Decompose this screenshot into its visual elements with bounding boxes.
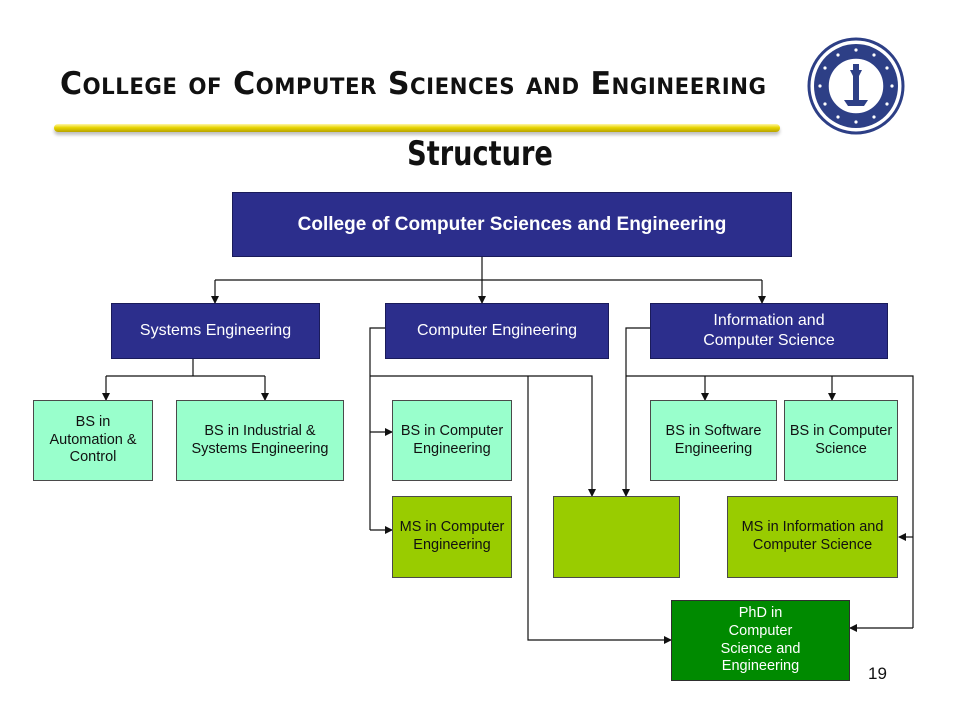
program-ms-information-computer-science: MS in Information and Computer Science: [727, 496, 898, 578]
page-number: 19: [868, 664, 887, 683]
program-ms-computer-networks: [553, 496, 680, 578]
program-phd-computer-science-engineering: PhD in Computer Science and Engineering: [671, 600, 850, 681]
header-underline: [54, 124, 780, 132]
program-bs-software-engineering: BS in Software Engineering: [650, 400, 777, 481]
program-bs-computer-science: BS in Computer Science: [784, 400, 898, 481]
program-bs-industrial-systems: BS in Industrial & Systems Engineering: [176, 400, 344, 481]
dept-node-computer-engineering: Computer Engineering: [385, 303, 609, 359]
university-seal-icon: [807, 37, 905, 135]
college-name-header: College of Computer Sciences and Enginee…: [60, 66, 767, 102]
college-root-node: College of Computer Sciences and Enginee…: [232, 192, 792, 257]
connector-ce-spine: [369, 327, 385, 530]
program-bs-computer-engineering: BS in Computer Engineering: [392, 400, 512, 481]
connector-ics-bus: [626, 375, 914, 628]
slide-title: Structure: [407, 134, 553, 174]
connector-ce-to-networks: [370, 375, 596, 497]
program-bs-automation-control: BS in Automation & Control: [33, 400, 153, 481]
program-ms-computer-engineering: MS in Computer Engineering: [392, 496, 512, 578]
dept-node-systems-engineering: Systems Engineering: [111, 303, 320, 359]
connector-ics-spine: [622, 327, 650, 497]
connector-ce-to-phd: [527, 376, 672, 644]
dept-node-information-computer-science: Information and Computer Science: [650, 303, 888, 359]
